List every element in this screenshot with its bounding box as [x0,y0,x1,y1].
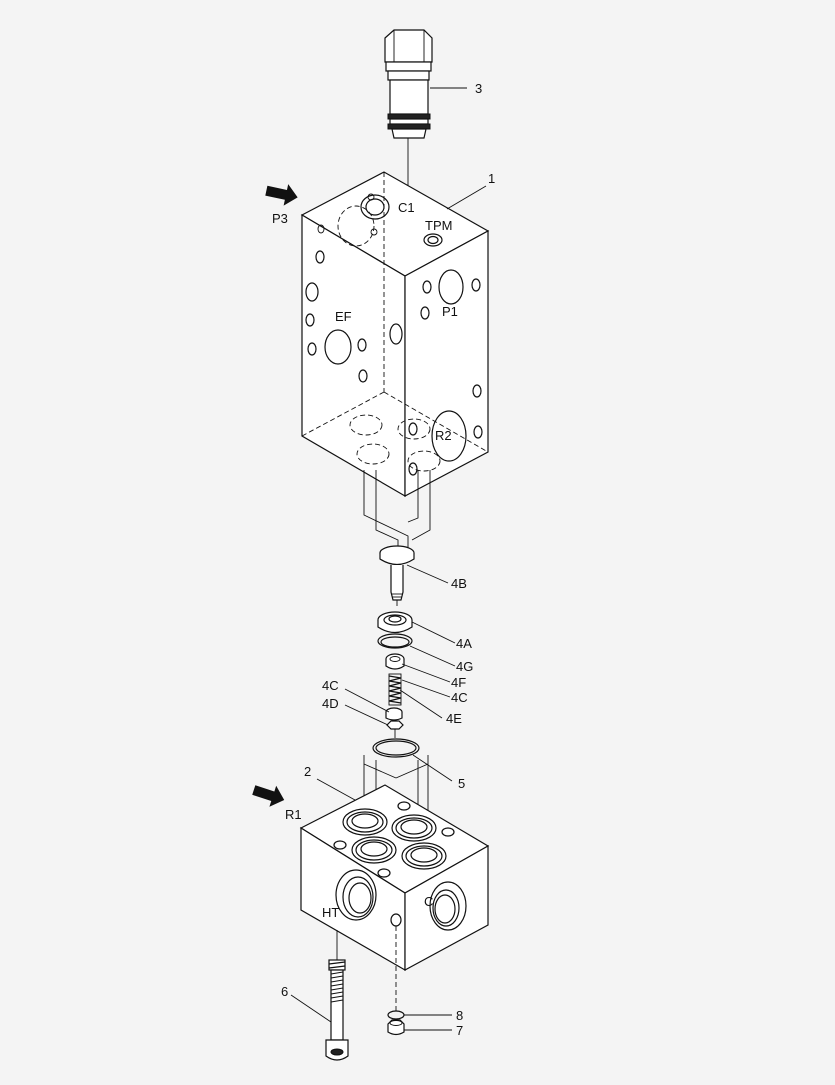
callout-4F: 4F [451,675,466,690]
callout-2: 2 [304,764,311,779]
callout-3: 3 [475,81,482,96]
main-valve-block [300,171,490,498]
callout-4D: 4D [322,696,339,711]
port-label-r2: R2 [435,428,452,443]
port-label-ef: EF [335,309,352,324]
cartridge-valve [384,29,467,198]
lower-valve-block [299,755,490,1013]
port-label-p3: P3 [272,211,288,226]
ring-4G [377,633,456,667]
callout-6: 6 [281,984,288,999]
port-label-c: C [424,894,433,909]
plug-assembly [387,1010,452,1036]
callout-7: 7 [456,1023,463,1038]
arrow-right-icon [252,785,285,807]
spring-stack [344,653,451,738]
port-label-c1: C1 [398,200,415,215]
callout-4E: 4E [446,711,462,726]
assembly-axis-lines [363,470,431,548]
callout-4G: 4G [456,659,473,674]
o-ring-5 [372,738,453,782]
port-label-ht: HT [322,905,339,920]
callout-4C-right: 4C [451,690,468,705]
arrow-right-icon [265,184,298,206]
callout-1: 1 [488,171,495,186]
callout-4C-left: 4C [322,678,339,693]
poppet-4B [379,545,449,606]
callout-5: 5 [458,776,465,791]
bolt-6 [290,930,349,1061]
port-label-p1: P1 [442,304,458,319]
port-label-r1: R1 [285,807,302,822]
seat-4A [377,611,456,644]
callout-8: 8 [456,1008,463,1023]
port-label-tpm: TPM [425,218,452,233]
callout-4A: 4A [456,636,472,651]
callout-4B: 4B [451,576,467,591]
